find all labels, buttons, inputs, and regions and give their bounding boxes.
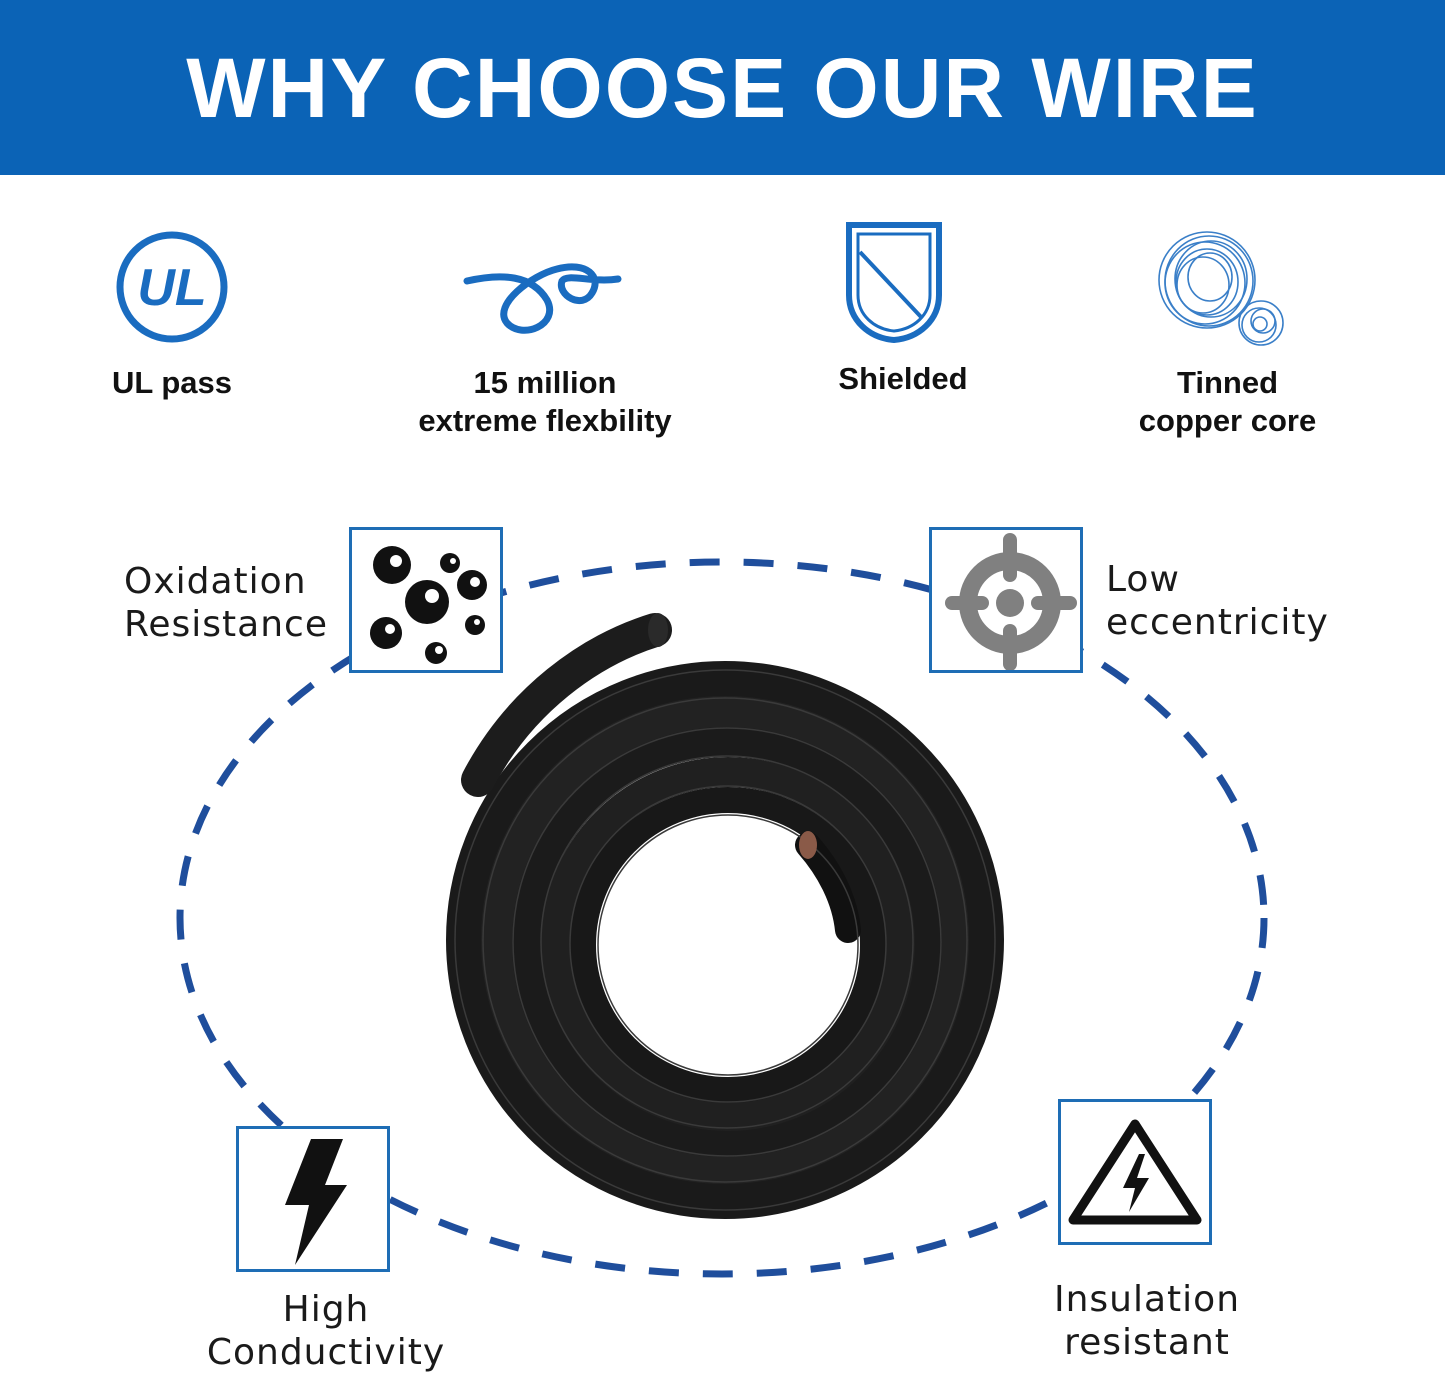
insulation-badge	[1058, 1099, 1212, 1245]
oxidation-badge	[349, 527, 503, 673]
feature-label: Tinned copper core	[1100, 364, 1355, 440]
lightning-bolt-icon	[285, 1139, 347, 1265]
bubbles-icon	[370, 546, 487, 664]
copper-coil-icon	[1158, 231, 1284, 346]
insulation-label-line2: resistant	[1064, 1322, 1230, 1363]
feature-label: UL pass	[111, 365, 233, 400]
eccentricity-label-line1: Low	[1106, 559, 1180, 600]
conductivity-label-line2: Conductivity	[206, 1332, 446, 1373]
knot-icon	[463, 263, 622, 334]
eccentricity-label: Low eccentricity	[1106, 558, 1329, 644]
feature-label: 15 million extreme flexbility	[380, 364, 710, 440]
oxidation-label: Oxidation Resistance	[124, 560, 328, 646]
svg-text:UL: UL	[137, 259, 206, 317]
insulation-label: Insulation resistant	[1042, 1278, 1252, 1364]
conductivity-badge	[236, 1126, 390, 1272]
oxidation-label-line2: Resistance	[124, 604, 328, 645]
feature-label-line2: extreme flexbility	[418, 403, 672, 438]
shield-icon	[846, 222, 942, 344]
feature-label: Shielded	[838, 361, 968, 396]
header-banner: WHY CHOOSE OUR WIRE	[0, 0, 1445, 175]
conductivity-label-line1: High	[282, 1289, 370, 1330]
insulation-label-line1: Insulation	[1053, 1279, 1241, 1320]
high-voltage-warning-icon	[1068, 1119, 1202, 1225]
oxidation-label-line1: Oxidation	[124, 561, 307, 602]
eccentricity-label-line2: eccentricity	[1106, 602, 1329, 643]
crosshair-icon	[945, 533, 1077, 670]
feature-label-line2: copper core	[1138, 403, 1317, 438]
eccentricity-badge	[929, 527, 1083, 673]
page-title: WHY CHOOSE OUR WIRE	[186, 41, 1259, 135]
conductivity-label: High Conductivity	[206, 1288, 446, 1374]
feature-label-line1: 15 million	[473, 365, 617, 400]
feature-label-line1: Tinned	[1176, 365, 1279, 400]
ul-logo-icon: UL	[116, 231, 228, 343]
